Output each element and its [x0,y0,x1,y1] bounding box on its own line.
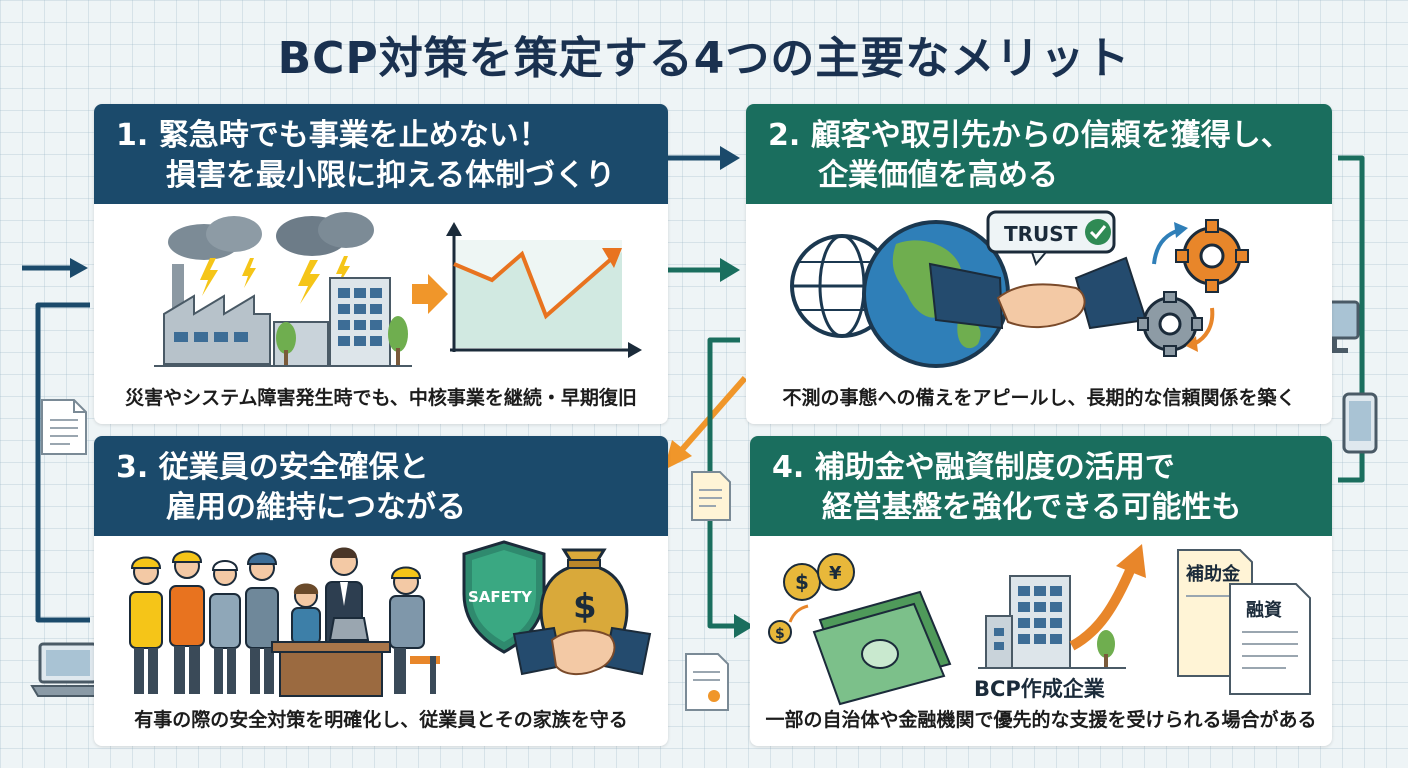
right-loop-line [1338,155,1365,483]
svg-text:$: $ [573,587,597,627]
arrow-1-to-2-top-head [720,146,740,170]
green-bracket-arrowhead [734,614,754,638]
documents-icon: 補助金 融資 [1177,549,1311,695]
safety-label: SAFETY [468,588,533,606]
panel-3-heading: 3. 従業員の安全確保と 雇用の維持につながる [94,436,668,536]
left-loop-line [35,302,90,623]
panel-1-heading: 1. 緊急時でも事業を止めない！ 損害を最小限に抑える体制づくり [94,104,668,204]
svg-text:$: $ [795,570,809,594]
panel-4: 4. 補助金や融資制度の活用で 経営基盤を強化できる可能性も $ ¥ $ [750,436,1332,746]
panel-4-heading-line1: 補助金や融資制度の活用で [814,450,1175,485]
panel-1-heading-line2: 損害を最小限に抑える体制づくり [166,158,616,193]
handshake-icon-2 [512,626,652,676]
handshake-icon [928,256,1148,330]
document-icon [41,399,87,455]
money-bag-icon: $ [539,548,629,644]
office-building-icon [273,277,408,367]
memo-icon [691,471,731,521]
arrow-right-icon [412,274,448,314]
smartphone-icon [1342,392,1378,454]
trust-badge-icon: TRUST [986,210,1116,267]
company-building-icon: BCP作成企業 [974,544,1146,701]
coins-icon: $ ¥ $ [768,553,855,644]
panel-1-caption: 災害やシステム障害発生時でも、中核事業を継続・早期復旧 [125,387,637,409]
growth-arrow-icon [1116,544,1146,578]
panel-4-heading-line2: 経営基盤を強化できる可能性も [822,490,1242,525]
panel-3-illustration: SAFETY $ [129,540,652,697]
panel-4-number: 4. [772,450,805,485]
panel-4-caption: 一部の自治体や金融機関で優先的な支援を受けられる場合がある [765,709,1317,731]
arrow-1-to-2-mid-head [720,258,740,282]
panel-1: 1. 緊急時でも事業を止めない！ 損害を最小限に抑える体制づくり [94,104,668,424]
panel-3: 3. 従業員の安全確保と 雇用の維持につながる [94,436,668,746]
panel-4-illustration: $ ¥ $ BCP作成企業 [768,544,1311,706]
factory-icon [163,264,271,365]
trust-label: TRUST [1004,222,1078,246]
laptop-icon [30,642,106,697]
panel-3-number: 3. [116,450,149,485]
left-entry-arrowhead [70,258,88,278]
panel-1-illustration [154,212,642,367]
panel-2-heading-line2: 企業価値を高める [818,158,1058,193]
panel-4-heading: 4. 補助金や融資制度の活用で 経営基盤を強化できる可能性も [750,436,1332,536]
svg-text:$: $ [775,626,785,642]
banknotes-icon [812,590,952,706]
panel-2-number: 2. [768,118,801,153]
recovery-chart-icon [446,222,642,358]
workers-group-icon [129,547,440,697]
svg-text:¥: ¥ [829,563,842,584]
page-title: BCP対策を策定する4つの主要なメリット [277,33,1131,84]
gear-icon [1137,219,1249,357]
subsidy-doc-label: 補助金 [1185,563,1241,585]
panel-3-caption: 有事の際の安全対策を明確化し、従業員とその家族を守る [134,709,628,731]
orange-diagonal-arrowhead [664,440,692,470]
panel-2-heading-line1: 顧客や取引先からの信頼を獲得し、 [810,118,1291,153]
panel-2: 2. 顧客や取引先からの信頼を獲得し、 企業価値を高める TRUST [746,104,1332,424]
panel-2-heading: 2. 顧客や取引先からの信頼を獲得し、 企業価値を高める [746,104,1332,204]
loan-doc-label: 融資 [1246,600,1282,621]
panel-1-number: 1. [116,118,149,153]
panel-3-heading-line2: 雇用の維持につながる [166,490,466,525]
company-label: BCP作成企業 [974,677,1106,701]
panel-2-caption: 不測の事態への備えをアピールし、長期的な信頼関係を築く [782,387,1296,409]
panel-3-heading-line1: 従業員の安全確保と [158,450,429,485]
panel-1-heading-line1: 緊急時でも事業を止めない！ [158,118,549,153]
storm-cloud-icon [168,212,374,304]
certificate-icon [685,653,729,711]
panel-2-illustration: TRUST [790,210,1249,368]
